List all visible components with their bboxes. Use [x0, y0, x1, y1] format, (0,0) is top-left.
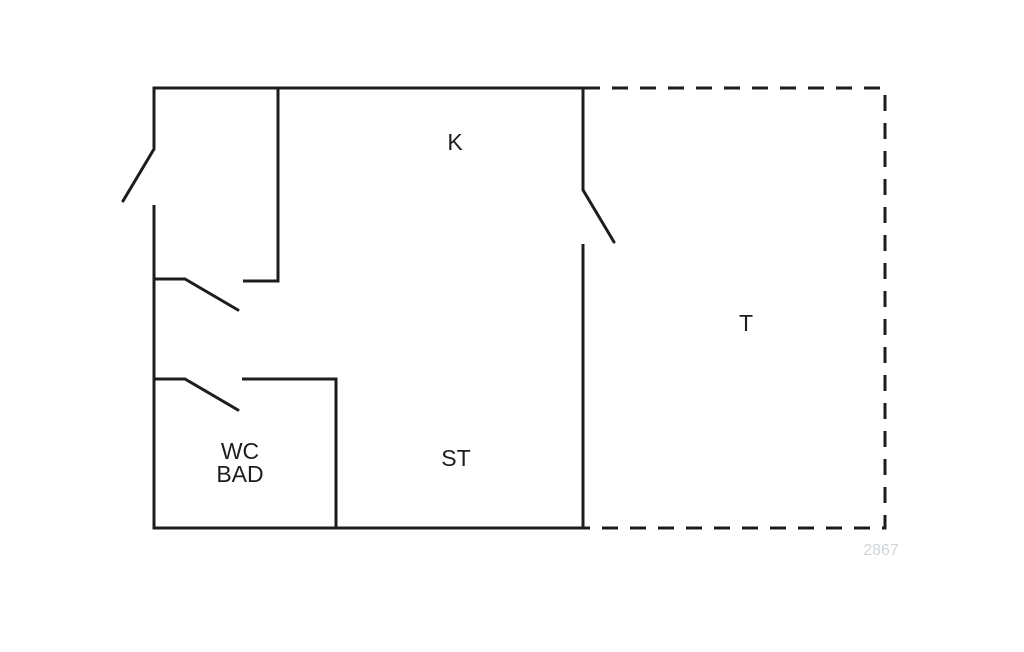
room-label-bath: BAD	[216, 461, 263, 487]
bathroom-door	[183, 377, 240, 412]
entrance-door	[121, 147, 156, 203]
upper-interior-door	[183, 277, 240, 312]
drawing-number: 2867	[863, 542, 899, 559]
room-label-wc: WC	[221, 438, 259, 464]
terrace-door	[581, 188, 616, 244]
room-label-kitchen: K	[447, 129, 463, 155]
terrace-outline	[584, 86, 887, 530]
room-label-living: ST	[441, 445, 470, 471]
room-label-terrace: T	[739, 310, 753, 336]
